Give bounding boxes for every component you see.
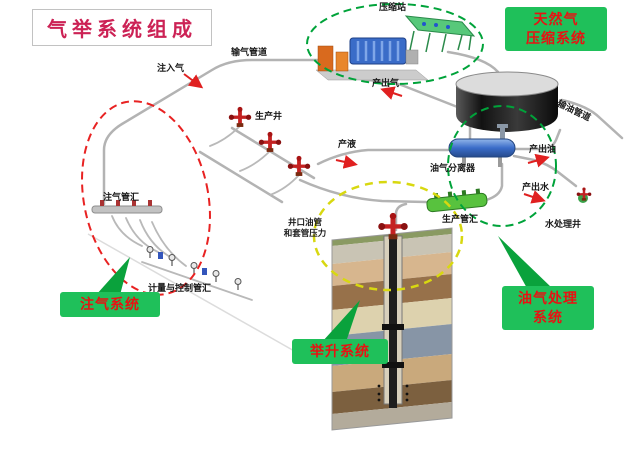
injection-manifold-graphic — [91, 200, 163, 214]
water-treatment-well-graphic — [576, 187, 592, 203]
label-produced-water: 产出水 — [522, 182, 550, 192]
lifting-system-box: 举升系统 — [292, 339, 388, 364]
label-gas-pipeline: 输气管道 — [231, 47, 268, 57]
label-production-manifold: 生产管汇 — [442, 214, 479, 224]
label-compressor-station: 压缩站 — [379, 2, 407, 12]
compression-system-box: 天然气 压缩系统 — [505, 7, 607, 51]
wellhead-icon — [228, 106, 252, 127]
label-produced-oil: 产出油 — [529, 144, 557, 154]
label-production-well: 生产井 — [255, 111, 283, 121]
label-metering-manifold: 计量与控制管汇 — [148, 283, 212, 293]
processing-system-pointer — [498, 236, 552, 290]
storage-tank-graphic — [455, 71, 559, 132]
processing-system-box: 油气处理 系统 — [502, 286, 594, 330]
injection-system-pointer — [96, 257, 130, 295]
page-title: 气举系统组成 — [32, 9, 212, 46]
processing-system-ellipse — [447, 105, 557, 227]
wellhead-icon — [258, 131, 282, 152]
platform-edge-line — [87, 233, 297, 353]
compressor-station-graphic — [315, 15, 476, 81]
compression-system-ellipse — [306, 3, 484, 85]
lifting-system-ellipse — [312, 180, 464, 292]
label-injection-manifold: 注气管汇 — [103, 192, 140, 202]
label-wellhead-pressure: 井口油管 和套管压力 — [283, 217, 327, 238]
injection-system-box: 注气系统 — [60, 292, 160, 317]
label-injection-gas: 注入气 — [157, 63, 185, 73]
flowline-hoses — [111, 125, 300, 301]
injection-system-ellipse — [81, 100, 211, 296]
metering-manifold-graphic — [146, 245, 242, 291]
label-separator: 油气分离器 — [430, 163, 476, 173]
label-produced-gas: 产出气 — [372, 78, 400, 88]
lifting-system-pointer — [322, 300, 360, 342]
label-water-treatment-well: 水处理井 — [545, 219, 582, 229]
separator-graphic — [448, 124, 516, 167]
label-produced-liquid: 产液 — [338, 139, 357, 149]
flow-arrows — [183, 73, 550, 204]
